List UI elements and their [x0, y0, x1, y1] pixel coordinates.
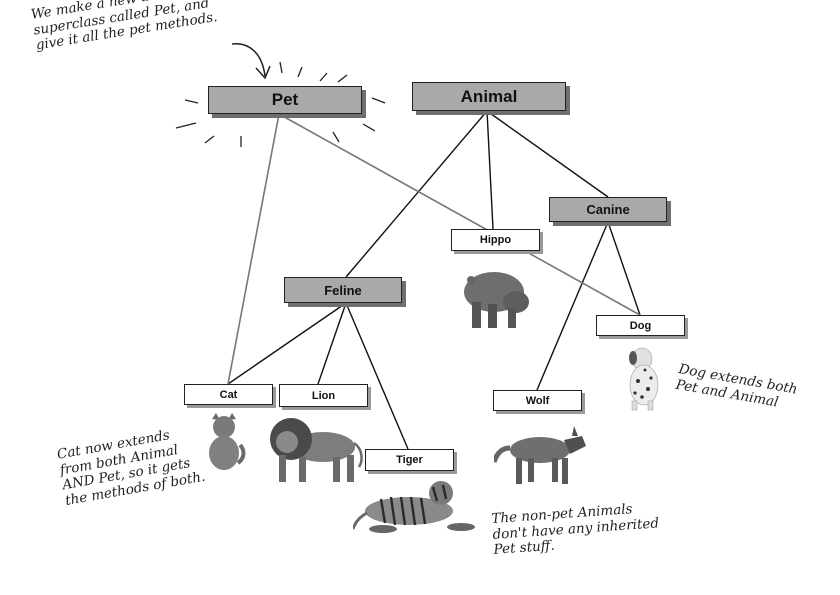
note-arrow-head [255, 65, 271, 80]
hippo-image [464, 272, 529, 328]
edge-feline-tiger [345, 302, 409, 450]
edge-pet-dog [278, 113, 641, 316]
pet-sunburst [175, 61, 386, 147]
canine-class-box: Canine [549, 197, 667, 222]
edge-canine-wolf [536, 221, 609, 391]
edge-animal-canine [486, 110, 609, 198]
dalmatian-dog-image [629, 347, 659, 411]
cat-image [209, 413, 246, 470]
lion-image [270, 418, 363, 482]
animal-class-box: Animal [412, 82, 566, 111]
edge-feline-lion [317, 302, 347, 385]
cat-class-box: Cat [184, 384, 273, 405]
edge-pet-cat [227, 113, 280, 385]
note-arrow [231, 43, 266, 77]
edge-feline-cat [227, 302, 347, 385]
tiger-image [353, 481, 475, 533]
tiger-class-box: Tiger [365, 449, 454, 471]
lion-class-box: Lion [279, 384, 368, 407]
wolf-image [494, 426, 586, 484]
hippo-class-box: Hippo [451, 229, 540, 251]
pet-class-box: Pet [208, 86, 362, 114]
feline-class-box: Feline [284, 277, 402, 303]
edge-animal-feline [345, 110, 488, 278]
edge-animal-hippo [486, 110, 494, 230]
wolf-class-box: Wolf [493, 390, 582, 411]
dog-class-box: Dog [596, 315, 685, 336]
edge-canine-dog [607, 221, 641, 316]
